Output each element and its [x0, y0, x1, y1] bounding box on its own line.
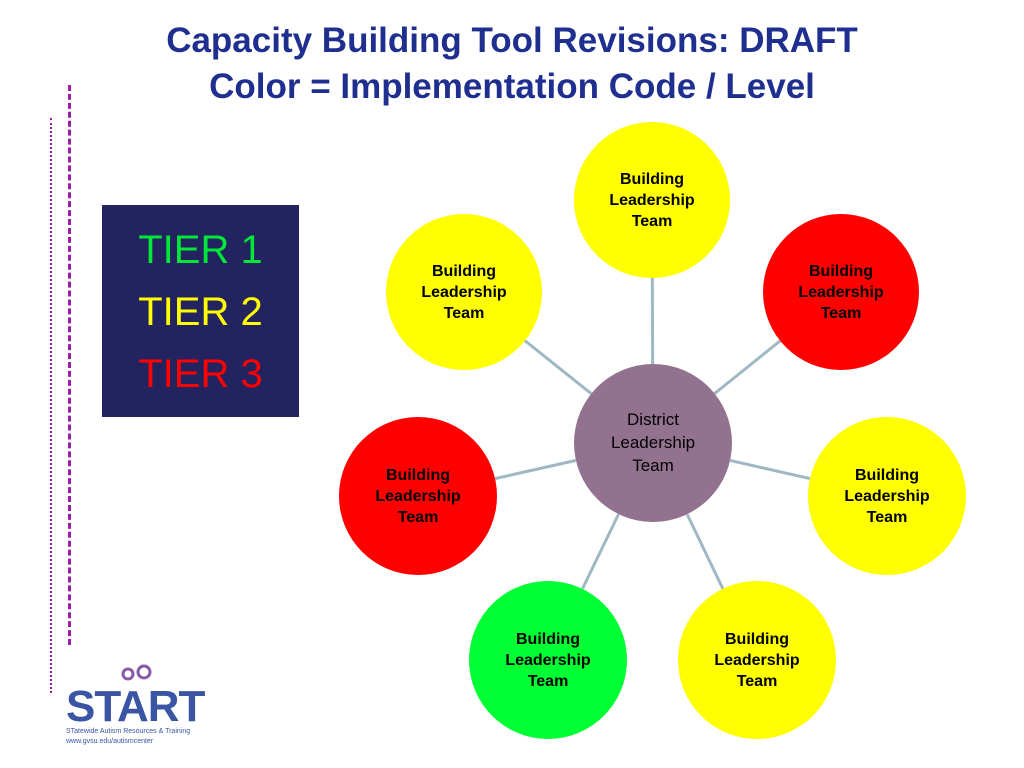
district-leadership-team-hub-circle — [574, 364, 732, 522]
connector-line — [494, 458, 577, 481]
building-leadership-team-node-label-line: Leadership — [844, 488, 930, 505]
building-leadership-team-node-label-line: Team — [867, 509, 908, 526]
building-leadership-team-node-circle — [678, 581, 836, 739]
decorative-rail-outer — [68, 85, 71, 645]
building-leadership-team-node-label-line: Building — [725, 631, 789, 648]
decorative-rail-inner — [50, 118, 52, 693]
building-leadership-team-node-label-line: Building — [432, 263, 496, 280]
building-leadership-team-node-label-line: Building — [516, 631, 580, 648]
building-leadership-team-node-label-line: Leadership — [714, 652, 800, 669]
district-leadership-team-hub-label-line: District — [627, 410, 679, 429]
building-leadership-team-node-label-line: Team — [632, 213, 673, 230]
logo-wordmark: START — [66, 682, 205, 731]
building-leadership-team-node-circle — [339, 417, 497, 575]
building-leadership-team-node-circle — [808, 417, 966, 575]
building-leadership-team-node-label-line: Team — [821, 305, 862, 322]
title-line-2: Color = Implementation Code / Level — [209, 67, 815, 106]
building-leadership-team-node-label-line: Building — [620, 171, 684, 188]
legend-tier-3: TIER 3 — [138, 352, 263, 396]
legend-tier-2: TIER 2 — [138, 290, 263, 334]
connector-line — [713, 339, 782, 395]
connector-line — [581, 513, 620, 590]
building-leadership-team-node-label-line: Team — [528, 673, 569, 690]
slide-title: Capacity Building Tool Revisions: DRAFT … — [0, 18, 1024, 110]
building-leadership-team-node-label-line: Leadership — [798, 284, 884, 301]
district-leadership-team-hub-label-line: Team — [632, 456, 674, 475]
logo-url: www.gvsu.edu/autismcenter — [66, 738, 154, 745]
building-leadership-team-node-label-line: Building — [386, 467, 450, 484]
building-leadership-team-node-label-line: Building — [855, 467, 919, 484]
building-leadership-team-node-circle — [386, 214, 542, 370]
start-logo: START STatewide Autism Resources & Train… — [66, 664, 206, 754]
title-line-1: Capacity Building Tool Revisions: DRAFT — [166, 21, 858, 60]
building-leadership-team-node-circle — [763, 214, 919, 370]
building-leadership-team-node-circle — [574, 122, 730, 278]
building-leadership-team-node-label-line: Leadership — [505, 652, 591, 669]
connector-line — [524, 339, 593, 395]
building-leadership-team-node-label-line: Team — [444, 305, 485, 322]
building-leadership-team-node-label-line: Team — [398, 509, 439, 526]
connector-line — [729, 458, 811, 481]
logo-subtitle: STatewide Autism Resources & Training — [66, 728, 191, 735]
building-leadership-team-node-label-line: Team — [737, 673, 778, 690]
building-leadership-team-node-label-line: Leadership — [375, 488, 461, 505]
legend-tier-1: TIER 1 — [138, 228, 263, 272]
building-leadership-team-node-label-line: Leadership — [421, 284, 507, 301]
connector-line — [685, 513, 725, 590]
building-leadership-team-node-circle — [469, 581, 627, 739]
district-leadership-team-hub-label-line: Leadership — [611, 433, 695, 452]
tier-legend: TIER 1 TIER 2 TIER 3 — [102, 205, 299, 417]
building-leadership-team-node-label-line: Building — [809, 263, 873, 280]
people-figures-icon — [121, 664, 152, 681]
building-leadership-team-node-label-line: Leadership — [609, 192, 695, 209]
